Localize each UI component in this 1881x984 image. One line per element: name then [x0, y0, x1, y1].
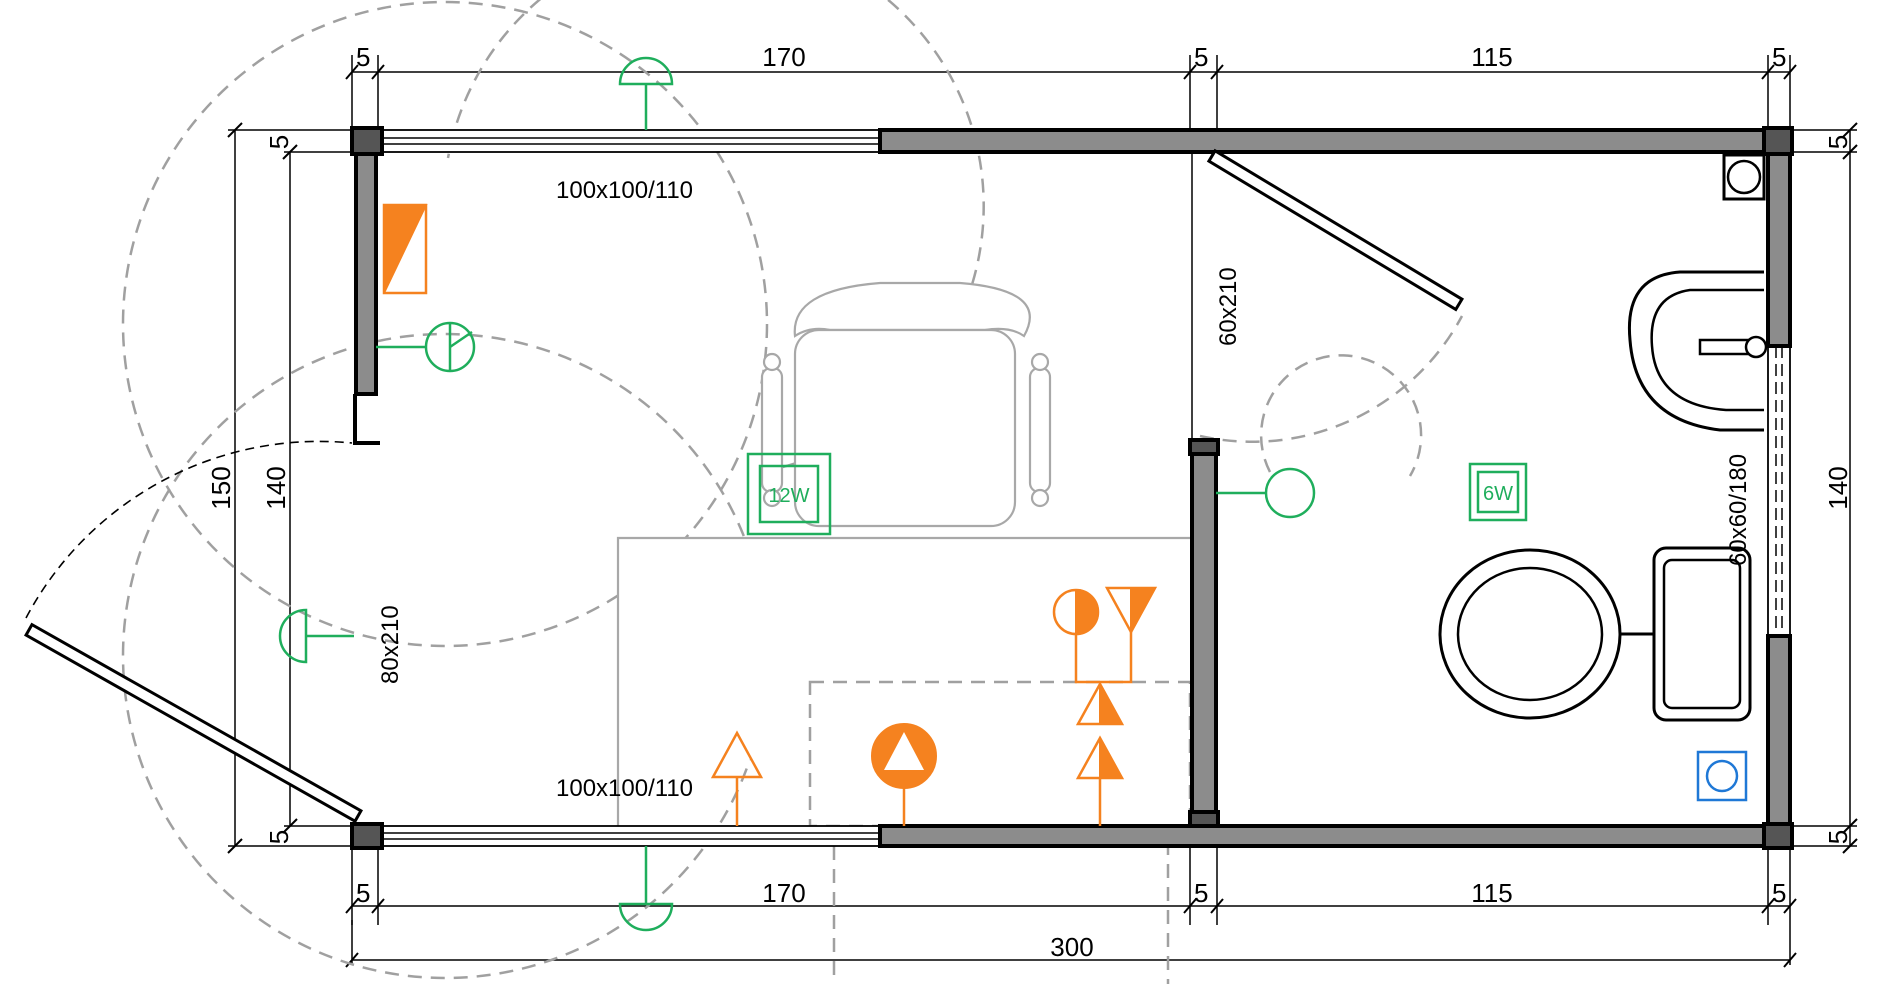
dim-bottom-1: 5 — [356, 878, 370, 908]
dim-bottom-2: 170 — [762, 878, 805, 908]
overhead-outline — [808, 680, 1192, 828]
wall-right-lower — [1766, 634, 1792, 828]
window-bottom-label: 100x100/110 — [556, 775, 693, 802]
wall-right-upper — [1766, 150, 1792, 348]
dim-right-small-bottom: 5 — [1823, 830, 1853, 844]
dim-overall: 300 — [1050, 932, 1093, 962]
dim-right-small-top: 5 — [1823, 135, 1853, 149]
doors — [24, 148, 1465, 824]
floor-drain — [1722, 153, 1766, 201]
lighting-symbols: 12W 6W — [278, 56, 1528, 932]
socket-round-icon — [871, 723, 937, 826]
lamp-wc-icon: 6W — [1468, 462, 1528, 522]
socket-bottom-left-icon — [710, 730, 764, 826]
dim-left-small-bottom: 5 — [264, 830, 294, 844]
window-top — [377, 129, 881, 153]
lamp-main-icon: 12W — [746, 452, 832, 536]
dim-top-1: 5 — [356, 42, 370, 72]
wc-fixtures — [1438, 153, 1768, 802]
lamp-wc-label: 6W — [1483, 483, 1513, 505]
wall-left — [354, 150, 378, 396]
wall-light-left-icon — [278, 608, 354, 664]
dim-left-inner: 140 — [261, 466, 291, 509]
lamp-main-label: 12W — [768, 485, 809, 507]
window-bottom — [377, 825, 881, 847]
window-wc-label: 60x60/180 — [1725, 454, 1752, 566]
socket-double-icon — [1075, 681, 1125, 826]
labels: 100x100/110 100x100/110 80x210 60x210 60… — [377, 177, 1752, 802]
dim-left-outer: 150 — [206, 466, 236, 509]
door-entry-label: 80x210 — [377, 605, 404, 684]
dimension-labels: 5 170 5 115 5 5 170 5 115 5 300 150 140 … — [206, 42, 1853, 962]
light-switch-main-icon — [376, 321, 476, 373]
dim-right: 140 — [1823, 466, 1853, 509]
socket-pair-icon — [1052, 586, 1158, 684]
power-symbols — [382, 203, 1158, 826]
wall-top — [878, 128, 1792, 154]
dim-top-4: 115 — [1471, 42, 1512, 72]
porch-outline — [832, 846, 1170, 984]
window-wc — [1767, 345, 1791, 637]
light-switch-wc-icon — [1216, 467, 1316, 519]
window-top-label: 100x100/110 — [556, 177, 693, 204]
heater-icon — [382, 203, 428, 295]
dim-bottom-3: 5 — [1194, 878, 1208, 908]
dim-top-2: 170 — [762, 42, 805, 72]
washbasin — [1627, 270, 1768, 432]
wall-light-bottom-icon — [618, 846, 674, 932]
dim-bottom-5: 5 — [1772, 878, 1786, 908]
toilet — [1438, 546, 1752, 722]
walls — [350, 126, 1794, 850]
water-outlet-icon — [1696, 750, 1748, 802]
wall-partition — [1190, 438, 1218, 828]
office-chair — [760, 281, 1052, 528]
door-wc-label: 60x210 — [1215, 267, 1242, 346]
dim-bottom-4: 115 — [1471, 878, 1512, 908]
dim-top-5: 5 — [1772, 42, 1786, 72]
wall-bottom — [878, 824, 1792, 848]
dim-top-3: 5 — [1194, 42, 1208, 72]
wall-light-top-icon — [618, 56, 674, 130]
dim-left-small-top: 5 — [264, 135, 294, 149]
dimension-lines — [227, 55, 1858, 968]
